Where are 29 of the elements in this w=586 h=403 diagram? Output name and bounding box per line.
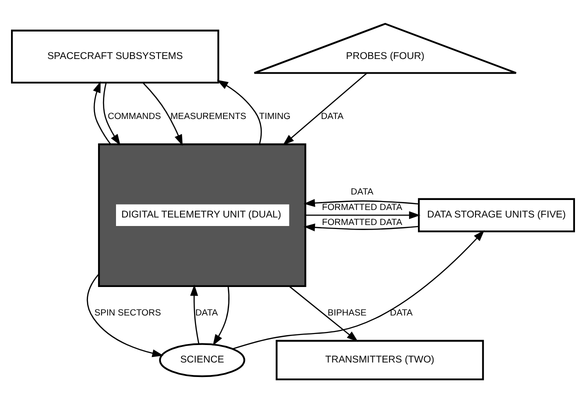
arrow bbox=[102, 82, 120, 146]
arrow bbox=[304, 223, 419, 232]
arrow bbox=[282, 72, 368, 146]
edge-label: DATA bbox=[390, 308, 413, 318]
arrow bbox=[232, 230, 484, 350]
edge-label: FORMATTED DATA bbox=[322, 217, 402, 228]
edge-label: DATA bbox=[195, 308, 218, 318]
edge-label: FORMATTED DATA bbox=[322, 202, 402, 212]
edge-label: COMMANDS bbox=[108, 111, 162, 122]
node-box: TRANSMITTERS (TWO) bbox=[276, 340, 484, 380]
arrow bbox=[288, 286, 358, 342]
edge-label: SPIN SECTORS bbox=[94, 308, 161, 318]
arrow bbox=[93, 81, 112, 145]
arrow bbox=[212, 286, 230, 346]
node-box: DIGITAL TELEMETRY UNIT (DUAL) bbox=[98, 143, 306, 287]
node-ellipse: SCIENCE bbox=[159, 343, 246, 378]
node-box: DATA STORAGE UNITS (FIVE) bbox=[418, 198, 575, 232]
arrow bbox=[142, 82, 183, 146]
arrow bbox=[304, 199, 419, 207]
edge-label: DATA bbox=[320, 111, 344, 122]
node-box: SPACECRAFT SUBSYSTEMS bbox=[11, 30, 220, 84]
edge-label: TIMING bbox=[259, 111, 291, 122]
arrow bbox=[86, 274, 164, 358]
edge-label: DATA bbox=[350, 186, 374, 197]
arrow bbox=[306, 211, 420, 220]
edge-label: BIPHASE bbox=[328, 308, 367, 318]
arrow bbox=[190, 284, 200, 344]
arrow bbox=[216, 80, 262, 144]
edge-label: MEASUREMENTS bbox=[170, 111, 246, 122]
